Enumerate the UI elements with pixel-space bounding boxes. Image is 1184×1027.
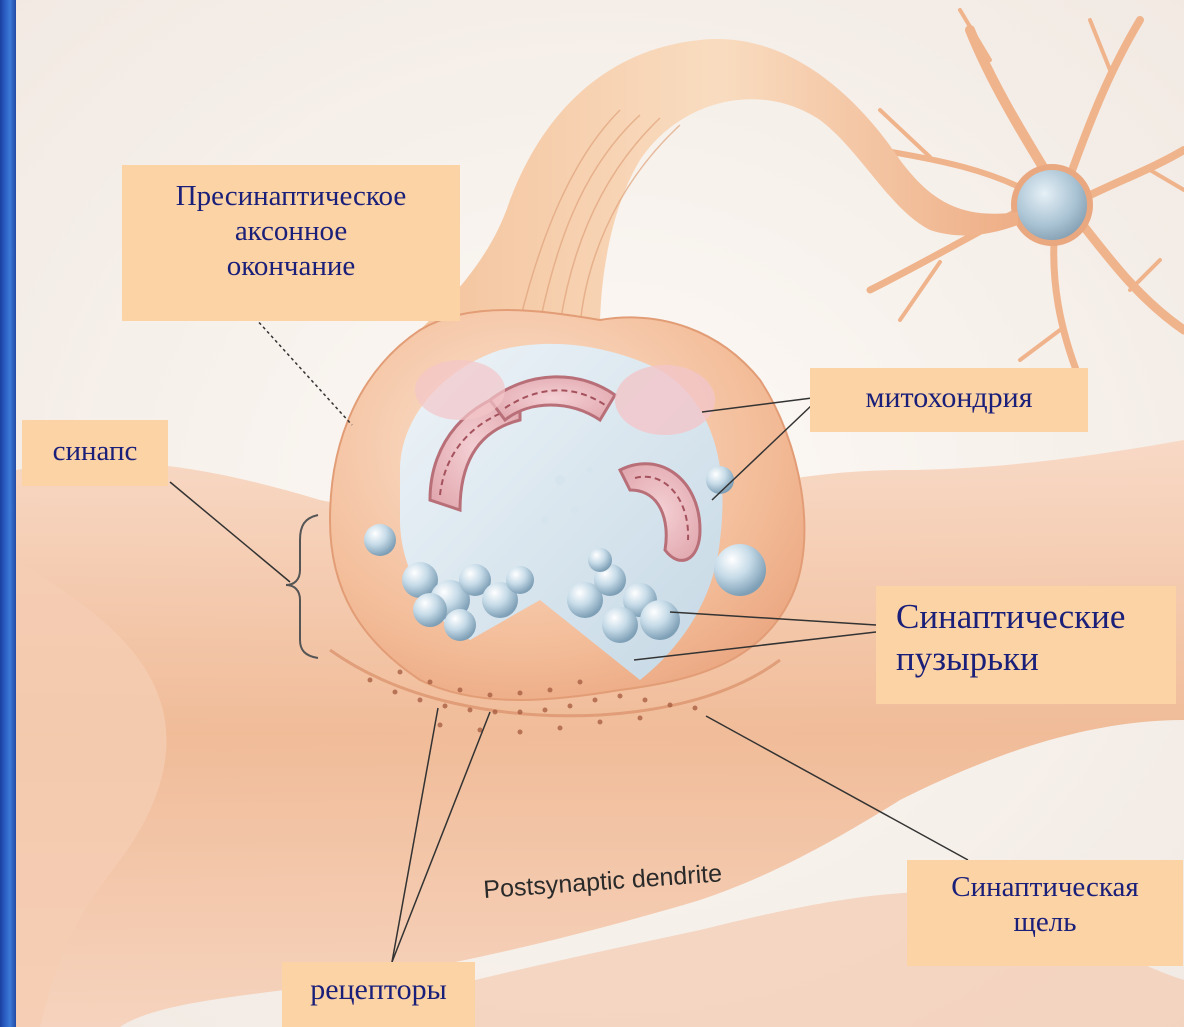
label-synapse: синапс (22, 420, 168, 486)
label-line: Пресинаптическое (122, 179, 460, 214)
label-line: Синаптическая (907, 870, 1183, 905)
label-line: щель (907, 905, 1183, 940)
label-mitochondria: митохондрия (810, 368, 1088, 432)
label-line: Синаптические (896, 596, 1176, 638)
label-line: окончание (122, 249, 460, 284)
label-synaptic-cleft: Синаптическая щель (907, 860, 1183, 966)
label-line: пузырьки (896, 638, 1176, 680)
label-receptors: рецепторы (282, 962, 475, 1027)
label-synaptic-vesicles: Синаптические пузырьки (876, 586, 1176, 704)
neuron-soma (1014, 167, 1090, 243)
label-line: аксонное (122, 214, 460, 249)
label-presynaptic-terminal: Пресинаптическое аксонное окончание (122, 165, 460, 321)
